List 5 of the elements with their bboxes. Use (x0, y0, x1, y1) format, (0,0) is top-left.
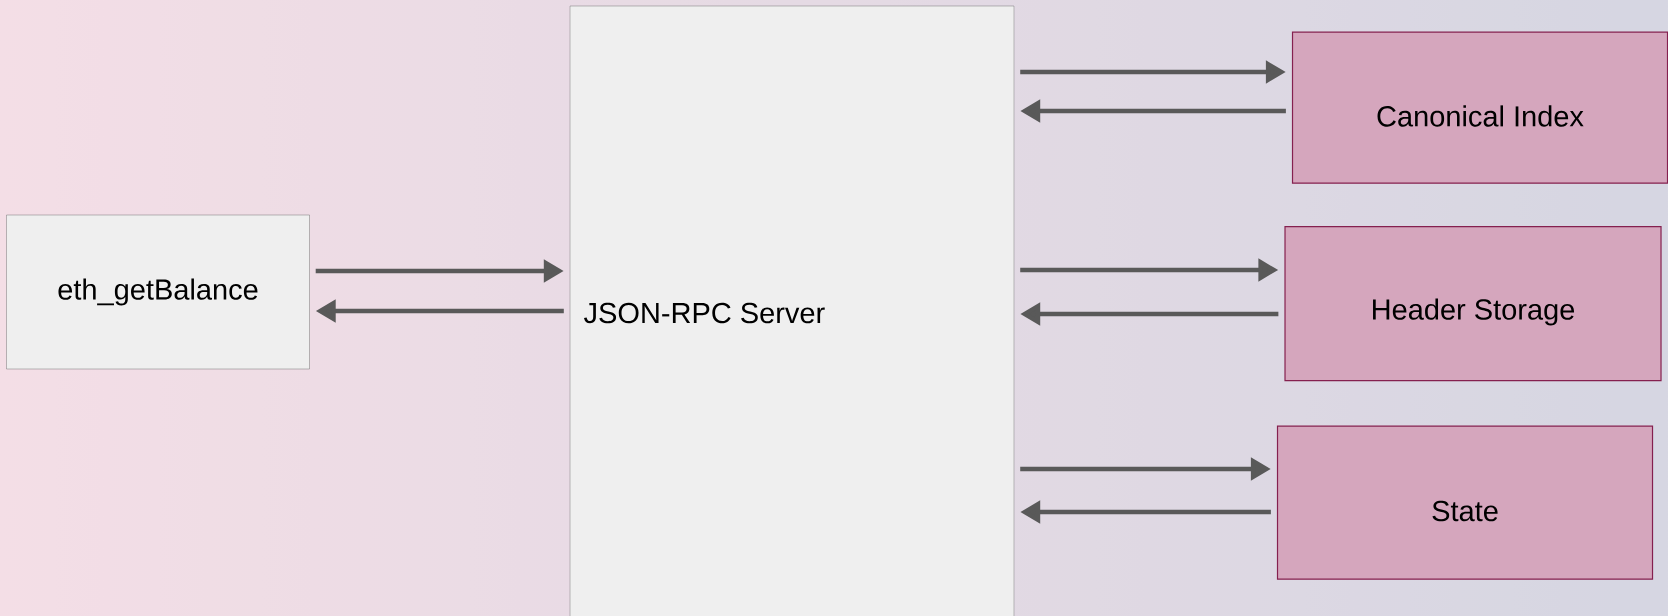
database-cylinder: Header Storage (1284, 226, 1662, 382)
database-cylinder: Canonical Index (1291, 31, 1668, 184)
server-box: JSON-RPC Server (569, 5, 1015, 616)
database-cylinder: State (1276, 425, 1654, 580)
process-box: eth_getBalance (6, 214, 310, 370)
